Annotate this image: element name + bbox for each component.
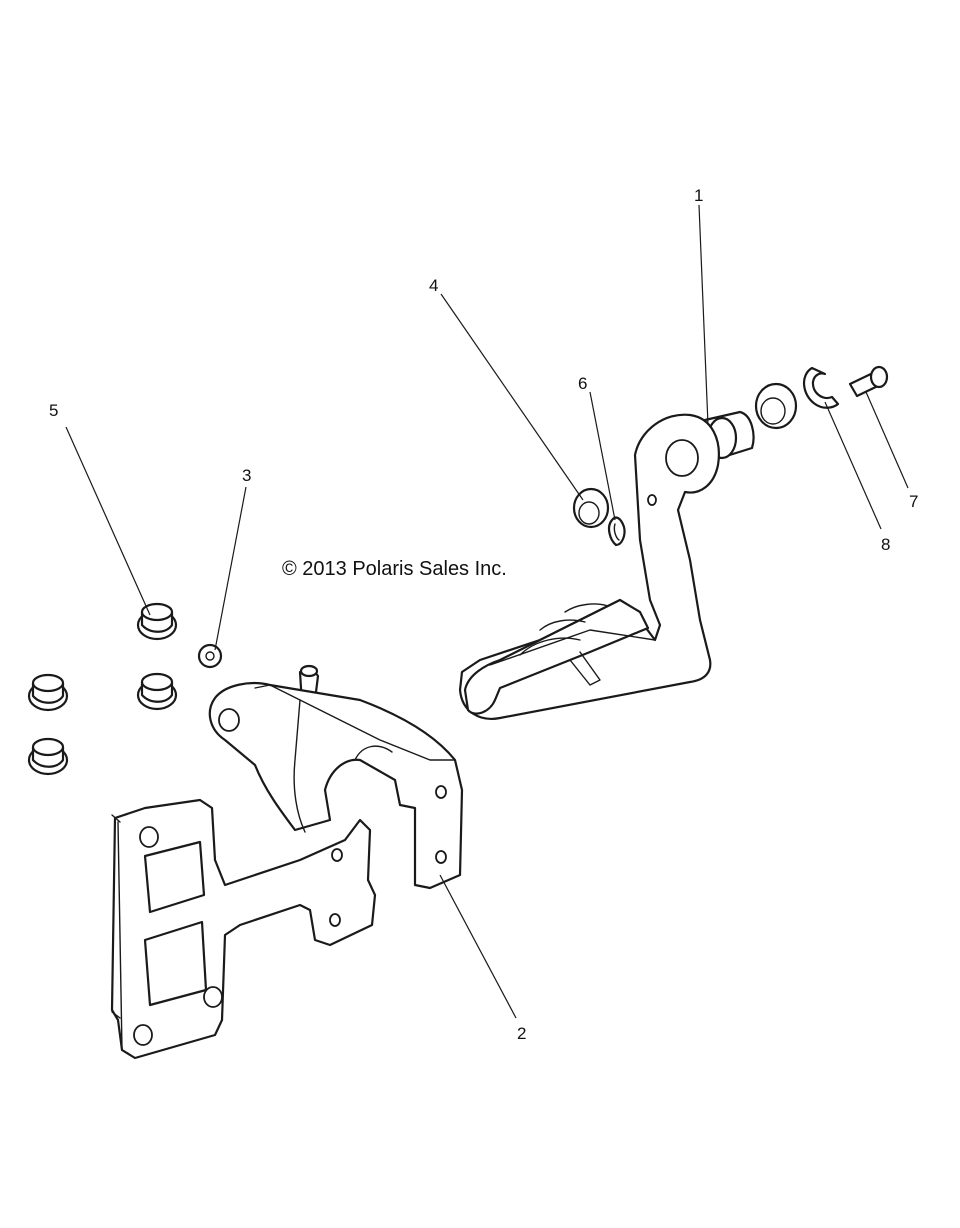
part-5-flange-nut [136,602,178,641]
leader-line-2 [439,874,517,1019]
callout-1: 1 [694,186,703,205]
leader-line-5 [65,426,151,616]
part-3-star-washer [197,643,223,669]
part-8-e-clip [803,366,840,409]
leader-lines [65,204,909,1019]
leader-line-8 [824,401,882,530]
callout-2: 2 [517,1024,526,1043]
callout-4: 4 [429,276,438,295]
leader-line-7 [865,391,909,489]
pivot-bushing [754,382,798,430]
flange-nut-4 [27,737,69,776]
leader-line-3 [214,486,247,651]
callout-3: 3 [242,466,251,485]
leader-line-6 [589,391,616,521]
part-1-brake-pedal [458,410,755,720]
flange-nut-3 [27,673,69,712]
callout-5: 5 [49,401,58,420]
part-7-clevis-pin [848,365,889,398]
leader-line-4 [440,293,584,501]
copyright-notice: © 2013 Polaris Sales Inc. [282,558,507,580]
callout-labels: 1 2 3 4 5 6 7 8 [49,186,918,1043]
part-6-cotter-pin [607,516,626,547]
flange-nut-2 [136,672,178,711]
callout-8: 8 [881,535,890,554]
leader-line-1 [698,204,709,426]
part-2-mounting-bracket [110,664,464,1060]
callout-6: 6 [578,374,587,393]
callout-7: 7 [909,492,918,511]
